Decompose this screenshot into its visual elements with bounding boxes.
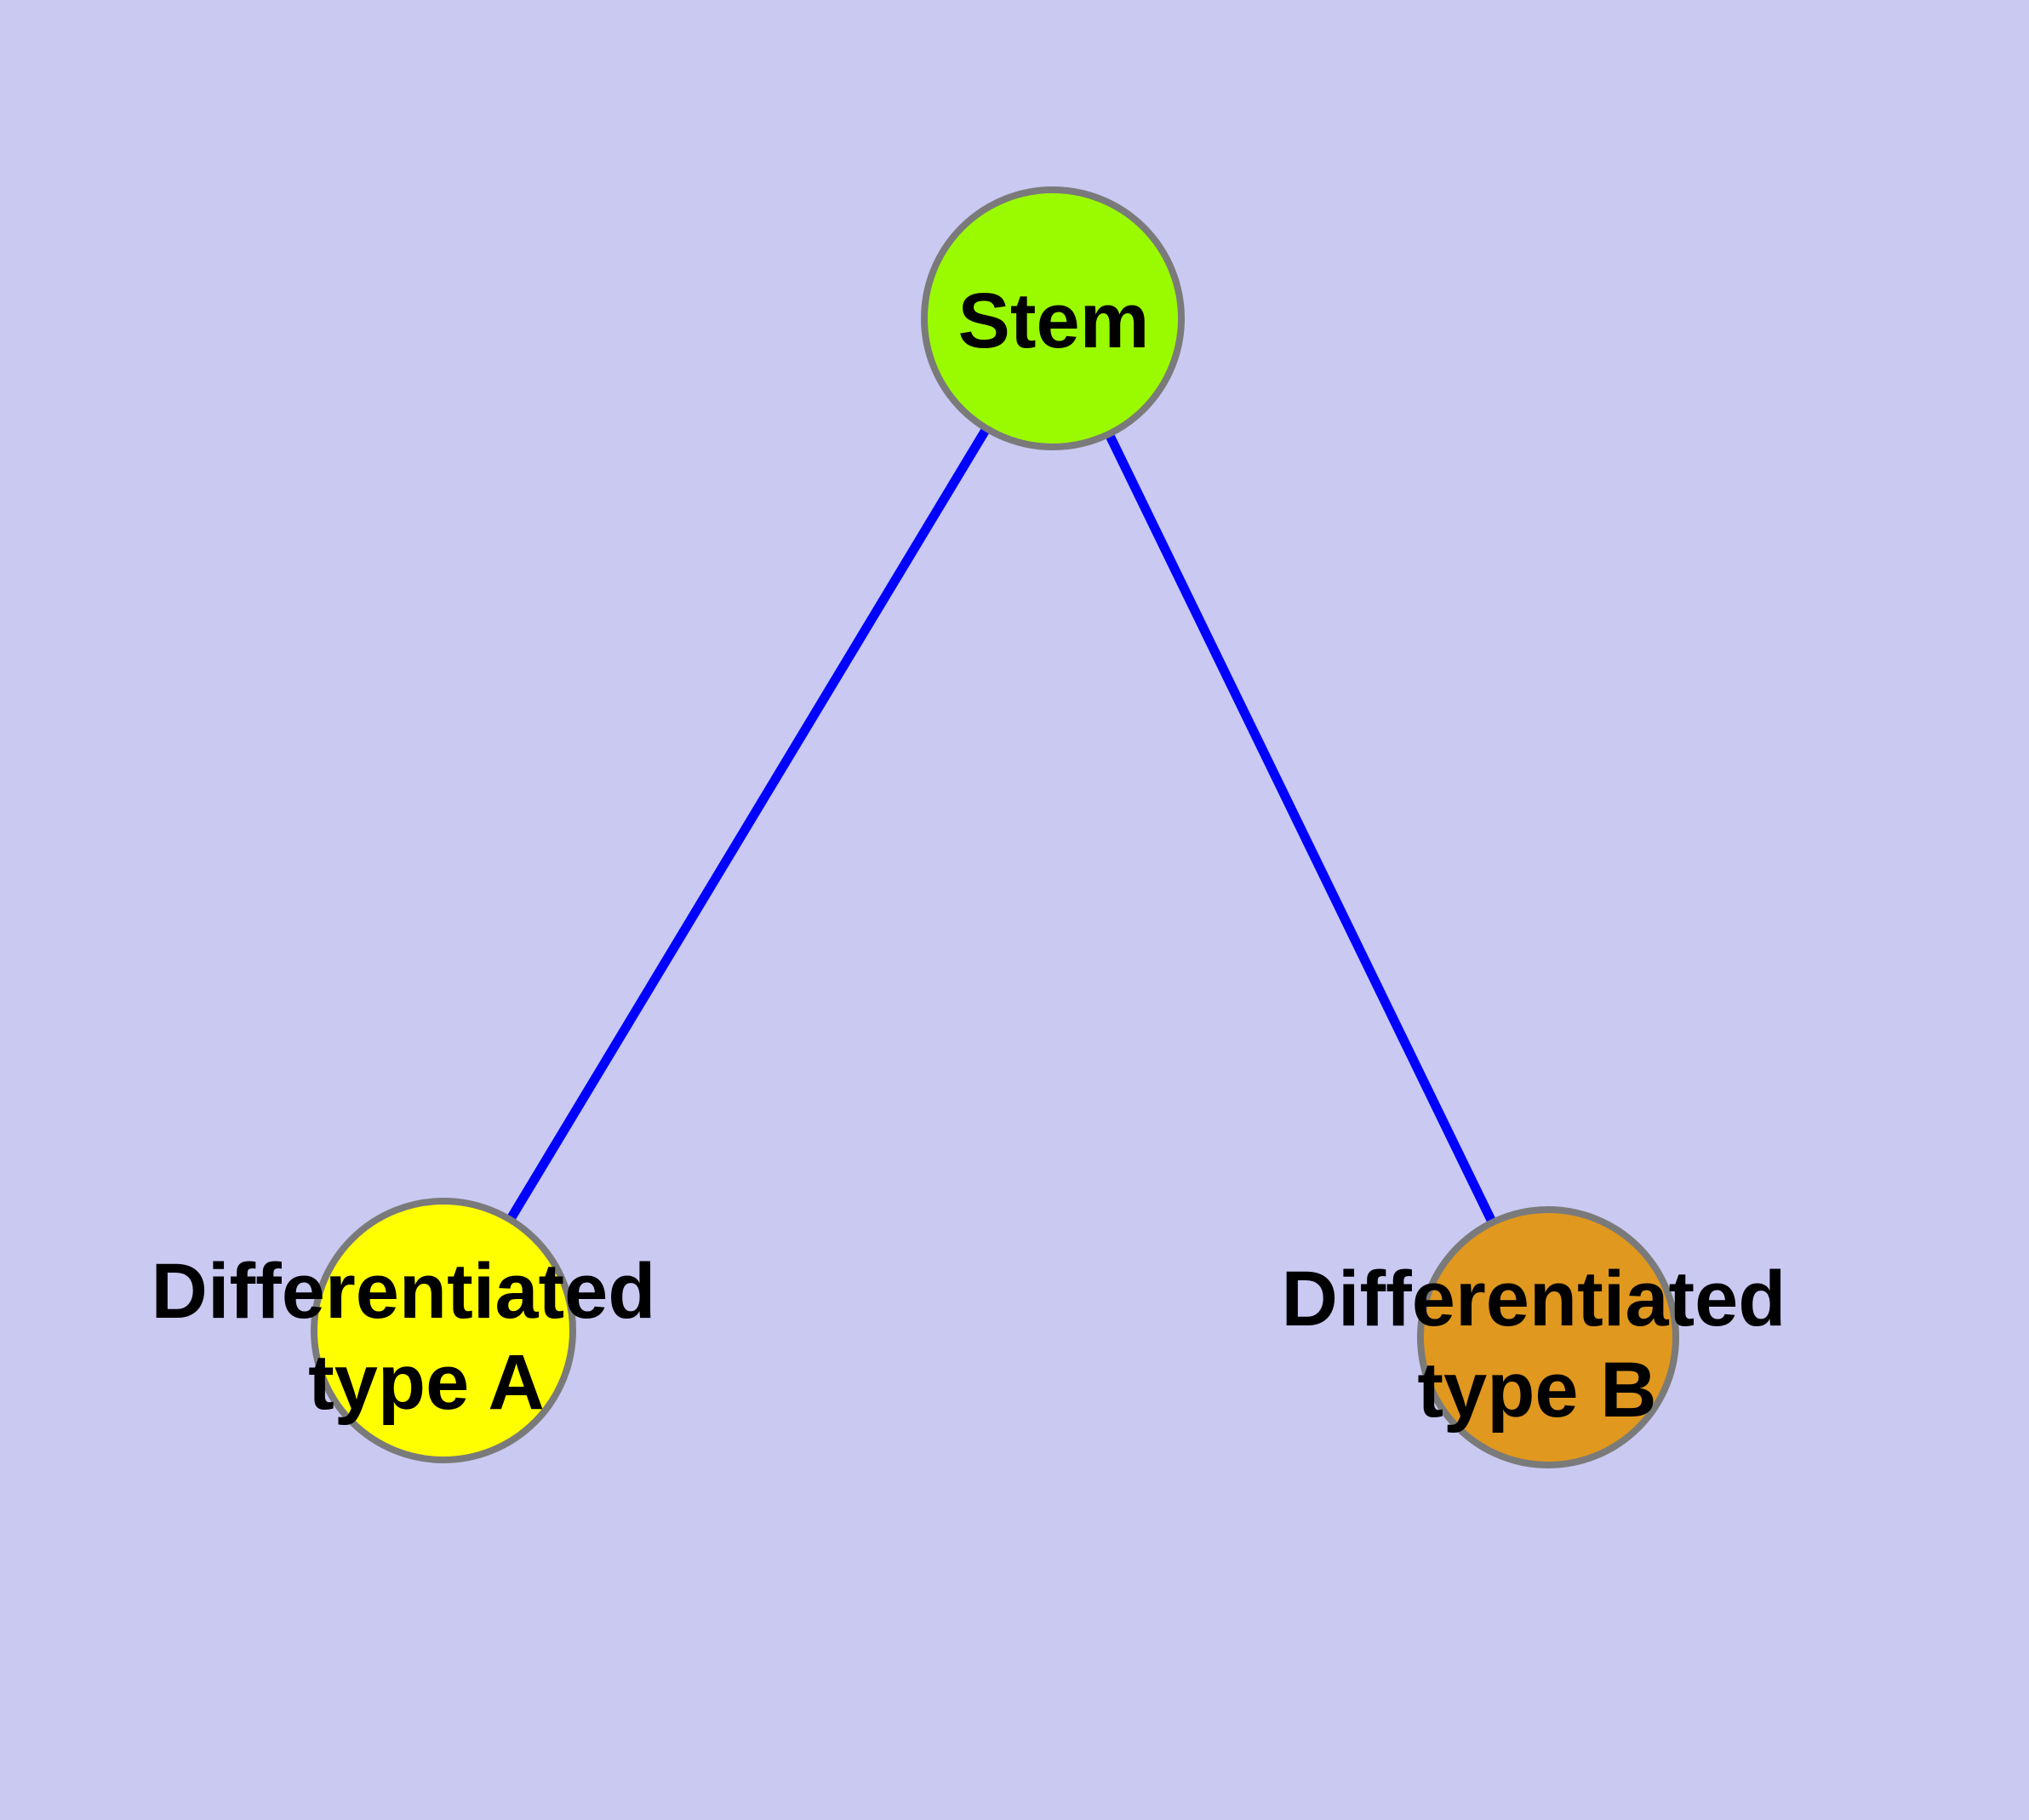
stem-node [921,186,1185,450]
edge-stem-to-type-a [439,316,1057,1333]
stem-node-label: Stem [958,278,1150,364]
type-b-node-label-line1: Differentiated [1282,1256,1786,1342]
type-b-node-label-line2: type B [1417,1347,1656,1434]
type-a-node [311,1198,576,1463]
edge-stem-to-type-b [1049,316,1552,1340]
type-a-node-label-line1: Differentiated [151,1248,656,1335]
type-b-node [1417,1206,1679,1468]
type-a-node-label-line2: type A [308,1339,545,1426]
